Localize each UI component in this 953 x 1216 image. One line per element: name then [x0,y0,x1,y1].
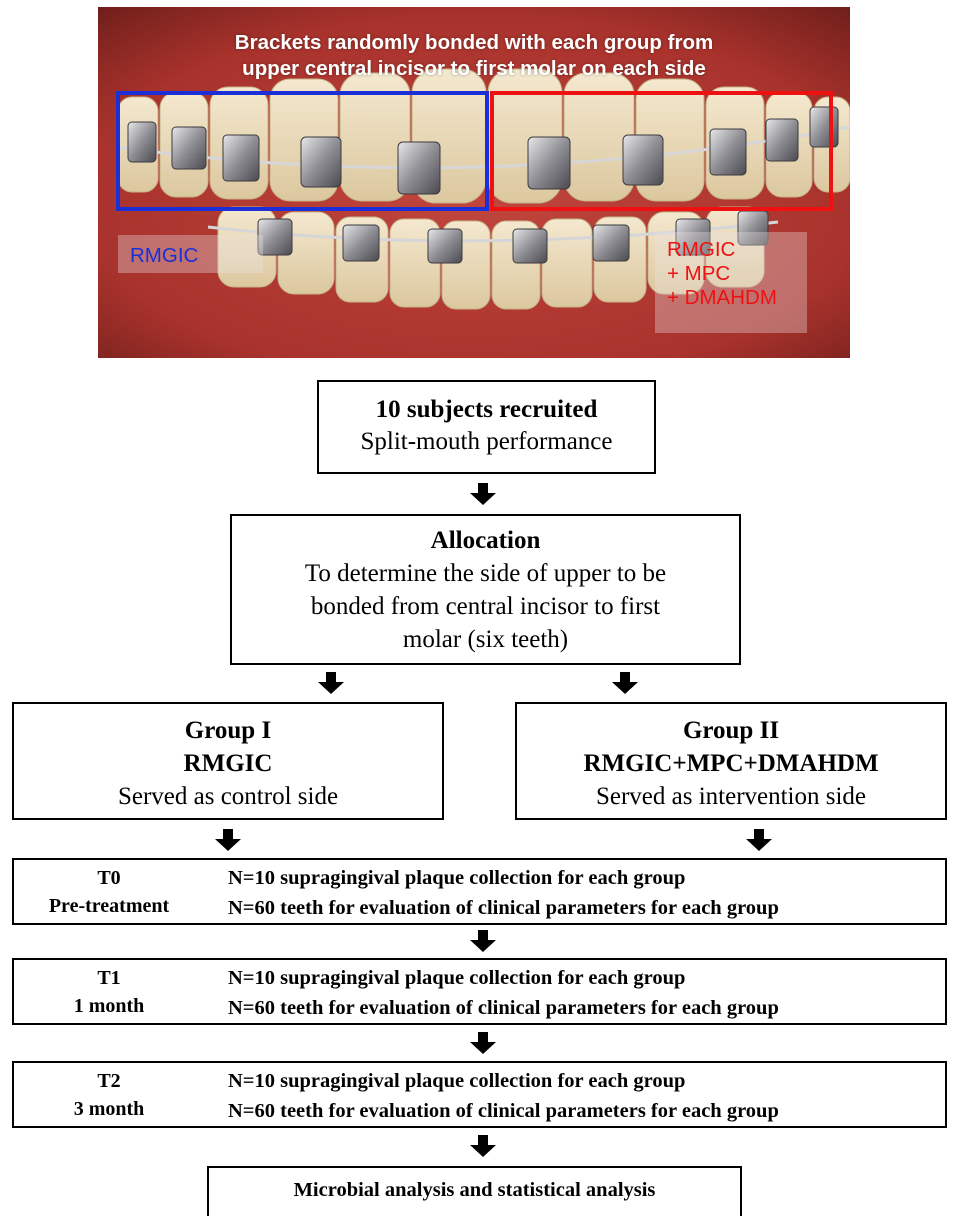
timepoint-code: T2 [14,1067,204,1095]
photo-caption-line1: Brackets randomly bonded with each group… [98,31,850,55]
recruit-title: 10 subjects recruited [319,394,654,426]
final-analysis-box: Microbial analysis and statistical analy… [207,1166,742,1216]
down-arrow-icon [470,930,496,952]
group1-title: Group I [14,714,442,747]
down-arrow-icon [470,1032,496,1054]
timepoint-box-t1: T1 1 month N=10 supragingival plaque col… [12,958,947,1025]
timepoint-code: T1 [14,964,204,992]
timepoint-line2: N=60 teeth for evaluation of clinical pa… [228,993,779,1023]
recruit-subtitle: Split-mouth performance [319,426,654,458]
timepoint-code: T0 [14,864,204,892]
down-arrow-icon [215,829,241,851]
intraoral-photo: Brackets randomly bonded with each group… [98,7,850,358]
timepoint-label: Pre-treatment [14,892,204,920]
recruit-box: 10 subjects recruited Split-mouth perfor… [317,380,656,474]
allocation-line: molar (six teeth) [232,623,739,656]
group2-role: Served as intervention side [517,780,945,813]
down-arrow-icon [318,672,344,694]
final-analysis-text: Microbial analysis and statistical analy… [209,1177,740,1203]
group1-role: Served as control side [14,780,442,813]
timepoint-line1: N=10 supragingival plaque collection for… [228,863,779,893]
group1-box: Group I RMGIC Served as control side [12,702,444,820]
group2-box: Group II RMGIC+MPC+DMAHDM Served as inte… [515,702,947,820]
down-arrow-icon [470,483,496,505]
timepoint-line1: N=10 supragingival plaque collection for… [228,963,779,993]
allocation-line: bonded from central incisor to first [232,590,739,623]
timepoint-label: 3 month [14,1095,204,1123]
down-arrow-icon [746,829,772,851]
timepoint-label: 1 month [14,992,204,1020]
down-arrow-icon [470,1135,496,1157]
allocation-line: To determine the side of upper to be [232,557,739,590]
timepoint-line2: N=60 teeth for evaluation of clinical pa… [228,1096,779,1126]
timepoint-line2: N=60 teeth for evaluation of clinical pa… [228,893,779,923]
allocation-box: Allocation To determine the side of uppe… [230,514,741,665]
photo-caption-line2: upper central incisor to first molar on … [98,57,850,81]
timepoint-box-t0: T0 Pre-treatment N=10 supragingival plaq… [12,858,947,925]
left-group-label: RMGIC [118,235,263,273]
timepoint-box-t2: T2 3 month N=10 supragingival plaque col… [12,1061,947,1128]
allocation-title: Allocation [232,524,739,557]
group1-material: RMGIC [14,747,442,780]
group2-title: Group II [517,714,945,747]
right-group-label: RMGIC + MPC + DMAHDM [655,232,807,333]
group2-material: RMGIC+MPC+DMAHDM [517,747,945,780]
down-arrow-icon [612,672,638,694]
timepoint-line1: N=10 supragingival plaque collection for… [228,1066,779,1096]
